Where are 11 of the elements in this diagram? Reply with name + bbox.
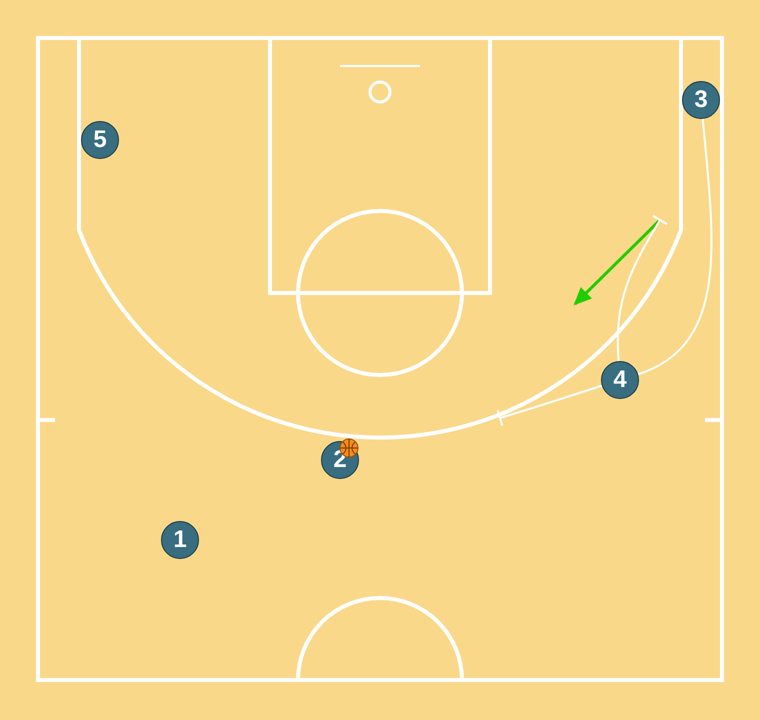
cut-line xyxy=(638,118,712,376)
player-number: 4 xyxy=(613,368,627,392)
player-number: 5 xyxy=(93,128,107,152)
player-number: 3 xyxy=(694,88,708,112)
player-marker xyxy=(161,521,199,559)
player-number: 1 xyxy=(173,528,187,552)
player-marker xyxy=(682,81,720,119)
player-marker xyxy=(601,361,639,399)
screen-line xyxy=(496,384,602,427)
player-marker xyxy=(81,121,119,159)
screen-line xyxy=(616,214,668,362)
